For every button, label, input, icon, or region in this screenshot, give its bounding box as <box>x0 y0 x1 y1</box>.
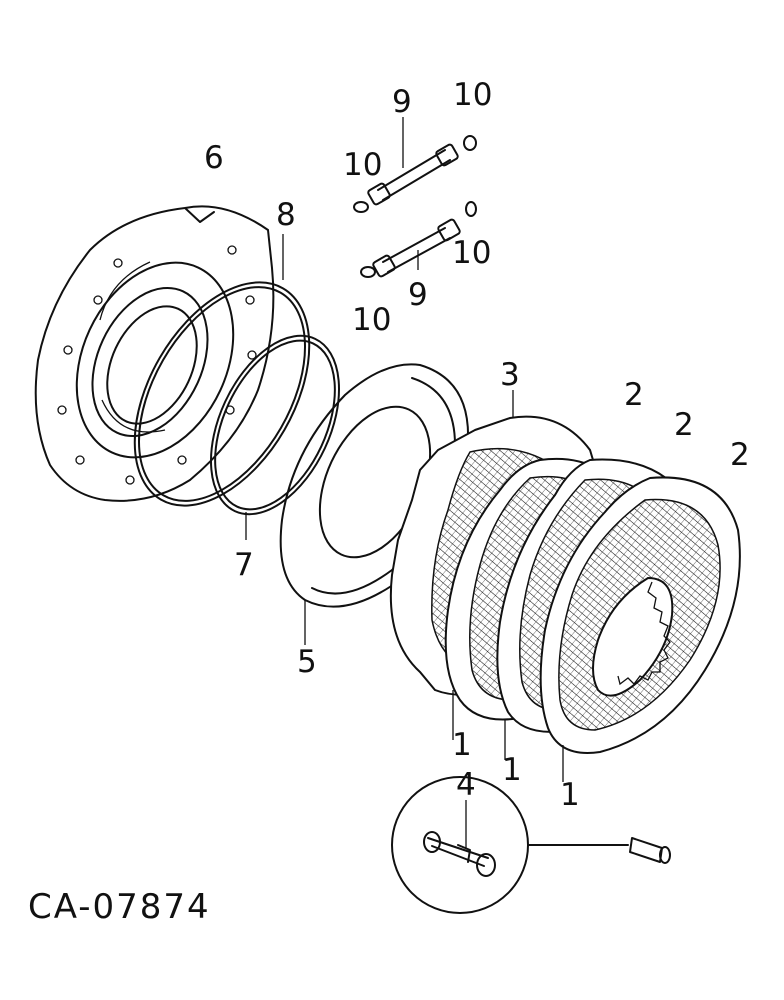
o-rings <box>353 135 477 278</box>
callout-7: 7 <box>234 547 254 583</box>
tube-lower <box>372 218 461 278</box>
callout-1b: 1 <box>502 752 522 788</box>
callout-1c: 1 <box>560 777 580 813</box>
callout-10b: 10 <box>343 147 382 183</box>
callout-5: 5 <box>297 644 317 680</box>
housing-part <box>34 205 275 502</box>
callout-9b: 9 <box>408 277 428 313</box>
callout-1a: 1 <box>452 727 472 763</box>
callout-2b: 2 <box>674 407 694 443</box>
callout-3: 3 <box>500 357 520 393</box>
callout-10c: 10 <box>452 235 491 271</box>
drawing-code: CA-07874 <box>28 887 211 927</box>
callout-10d: 10 <box>352 302 391 338</box>
seal-ring-small <box>209 334 341 540</box>
seal-ring-large <box>133 234 311 507</box>
callout-6: 6 <box>204 140 224 176</box>
callout-2c: 2 <box>730 437 750 473</box>
callout-8: 8 <box>276 197 296 233</box>
callout-9a: 9 <box>392 84 412 120</box>
callout-10a: 10 <box>453 77 492 113</box>
callout-2a: 2 <box>624 377 644 413</box>
disc-pack-3 <box>539 476 741 782</box>
tube-upper <box>367 117 459 206</box>
callout-4: 4 <box>456 767 476 803</box>
pin-detail <box>391 776 671 914</box>
